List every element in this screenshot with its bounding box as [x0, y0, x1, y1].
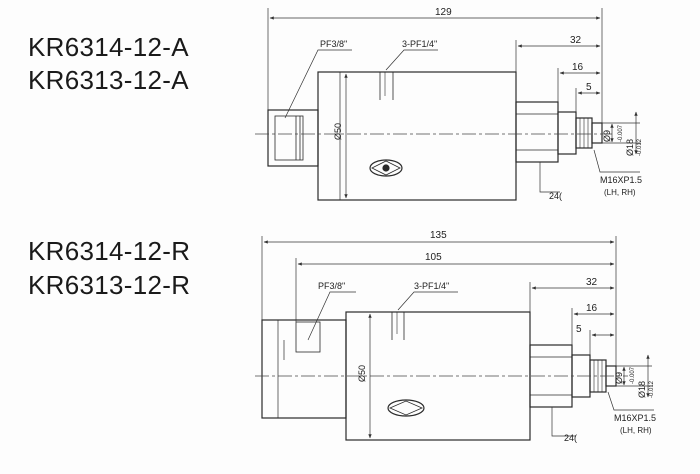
port-r-pf38: PF3/8"	[318, 281, 345, 291]
model-label-a-1: KR6314-12-A	[28, 32, 189, 62]
dim-r-105: 105	[425, 252, 442, 263]
model-label-a-2: KR6313-12-A	[28, 65, 189, 95]
dia-a-18: Ø18	[625, 139, 635, 156]
tol-r-lower: -0.012	[649, 380, 655, 398]
rotary-joint-a	[267, 71, 603, 201]
dim-r-16: 16	[586, 303, 598, 314]
dimensions-a	[267, 8, 640, 199]
dim-a-32: 32	[570, 35, 582, 46]
inlet-housing-r	[261, 319, 347, 419]
slot-a	[369, 159, 403, 177]
hex-a-24: 24(	[549, 191, 562, 201]
thread-a-dir: (LH, RH)	[604, 188, 636, 197]
slot-r	[387, 399, 425, 417]
dim-a-5: 5	[586, 82, 592, 93]
dim-r-32: 32	[586, 277, 598, 288]
dia-a-9: Ø9	[602, 130, 612, 142]
main-body-a	[317, 71, 517, 201]
tol-a-lower: -0.012	[637, 138, 643, 156]
model-label-r-2: KR6313-12-R	[28, 270, 191, 300]
port-a-pf38: PF3/8"	[320, 39, 347, 49]
dim-r-5: 5	[576, 324, 582, 335]
dia-a-50: Ø50	[333, 123, 343, 140]
rotary-joint-r	[261, 311, 617, 441]
dia-r-9: Ø9	[614, 372, 624, 384]
tol-r-upper: -0.007	[630, 366, 636, 384]
port-a-pf14: 3-PF1/4"	[402, 39, 437, 49]
dimensions-r	[261, 236, 654, 439]
hex-r-24: 24(	[564, 433, 577, 443]
dim-a-16: 16	[572, 62, 584, 73]
hex-a	[515, 101, 559, 163]
port-r-pf14: 3-PF1/4"	[414, 281, 449, 291]
dia-r-50: Ø50	[357, 365, 367, 382]
inlet-stub-a	[267, 109, 319, 167]
dim-a-129: 129	[435, 7, 452, 18]
thread-r-dir: (LH, RH)	[620, 426, 652, 435]
dia-r-18: Ø18	[637, 381, 647, 398]
dim-r-135: 135	[430, 230, 447, 241]
thread-a: M16XP1.5	[600, 175, 642, 185]
tol-a-upper: -0.007	[618, 124, 624, 142]
thread-r: M16XP1.5	[614, 413, 656, 423]
model-label-r-1: KR6314-12-R	[28, 236, 191, 266]
